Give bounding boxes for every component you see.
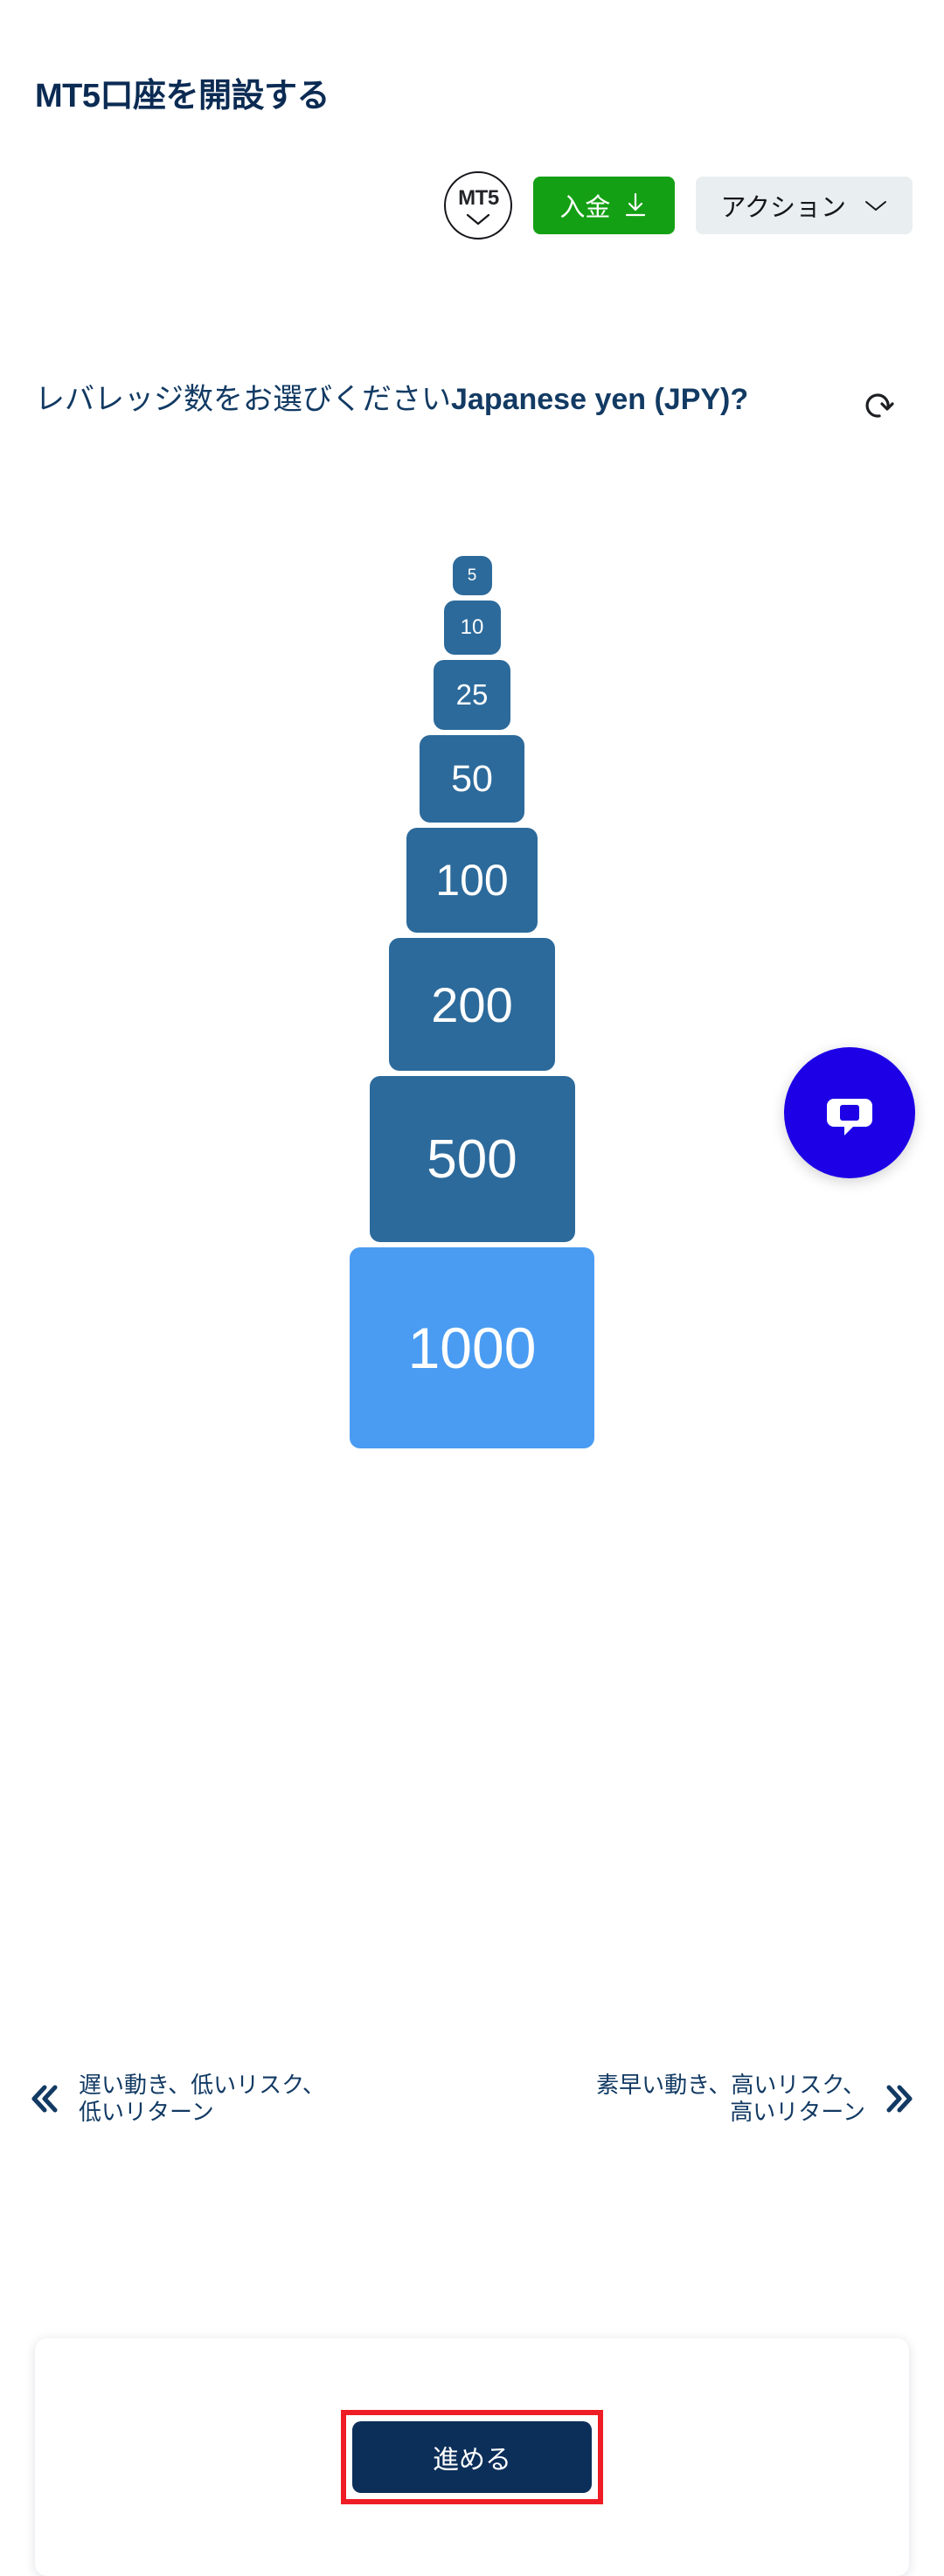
footer-card: 進める [35, 2338, 909, 2576]
actions-dropdown-label: アクション [720, 194, 846, 222]
chat-bubble-icon [816, 1080, 883, 1146]
proceed-button-highlight: 進める [341, 2410, 603, 2504]
leverage-option-label: 1000 [407, 1316, 537, 1380]
download-icon [622, 191, 649, 219]
chat-widget-button[interactable] [784, 1047, 915, 1178]
legend-high-risk: 素早い動き、高いリスク、 高いリターン [596, 2072, 918, 2125]
chevron-double-left-icon[interactable] [26, 2079, 66, 2119]
deposit-button-label: 入金 [559, 194, 611, 222]
legend-low-risk-text: 遅い動き、低いリスク、 低いリターン [79, 2072, 325, 2125]
question-prompt: レバレッジ数をお選びください [35, 383, 451, 416]
leverage-option-label: 25 [455, 678, 489, 711]
account-action-bar: MT5 入金 アクション [0, 160, 944, 251]
chevron-double-right-icon[interactable] [878, 2079, 918, 2119]
leverage-option-100[interactable]: 100 [406, 828, 538, 933]
refresh-icon[interactable] [857, 385, 899, 427]
leverage-option-label: 500 [427, 1128, 517, 1190]
leverage-option-5[interactable]: 5 [452, 556, 492, 595]
question-currency: Japanese yen (JPY)? [451, 383, 749, 416]
legend-high-risk-text: 素早い動き、高いリスク、 高いリターン [596, 2072, 865, 2125]
leverage-option-label: 10 [460, 615, 484, 639]
leverage-option-label: 5 [467, 566, 477, 585]
leverage-pyramid: 5 10 25 50 100 200 500 1000 [0, 556, 944, 1454]
chevron-down-icon [465, 212, 491, 226]
leverage-question-text: レバレッジ数をお選びくださいJapanese yen (JPY)? [35, 381, 748, 420]
leverage-option-label: 200 [431, 976, 513, 1032]
chevron-down-icon [864, 198, 888, 212]
proceed-button[interactable]: 進める [352, 2421, 592, 2493]
leverage-option-25[interactable]: 25 [434, 660, 510, 730]
mt5-badge-label: MT5 [458, 186, 499, 210]
actions-dropdown-button[interactable]: アクション [696, 177, 913, 234]
leverage-option-200[interactable]: 200 [389, 938, 555, 1071]
leverage-option-50[interactable]: 50 [420, 735, 524, 823]
leverage-question-row: レバレッジ数をお選びくださいJapanese yen (JPY)? [35, 381, 909, 427]
leverage-option-1000[interactable]: 1000 [350, 1247, 594, 1448]
page-title: MT5口座を開設する [35, 78, 330, 115]
leverage-option-500[interactable]: 500 [369, 1076, 575, 1242]
mt5-account-badge[interactable]: MT5 [444, 171, 513, 240]
legend-low-risk: 遅い動き、低いリスク、 低いリターン [26, 2072, 325, 2125]
leverage-option-label: 50 [451, 757, 493, 800]
leverage-legend: 遅い動き、低いリスク、 低いリターン 素早い動き、高いリスク、 高いリターン [26, 2072, 918, 2125]
leverage-option-10[interactable]: 10 [443, 601, 501, 655]
leverage-option-label: 100 [435, 856, 509, 905]
deposit-button[interactable]: 入金 [533, 177, 676, 234]
